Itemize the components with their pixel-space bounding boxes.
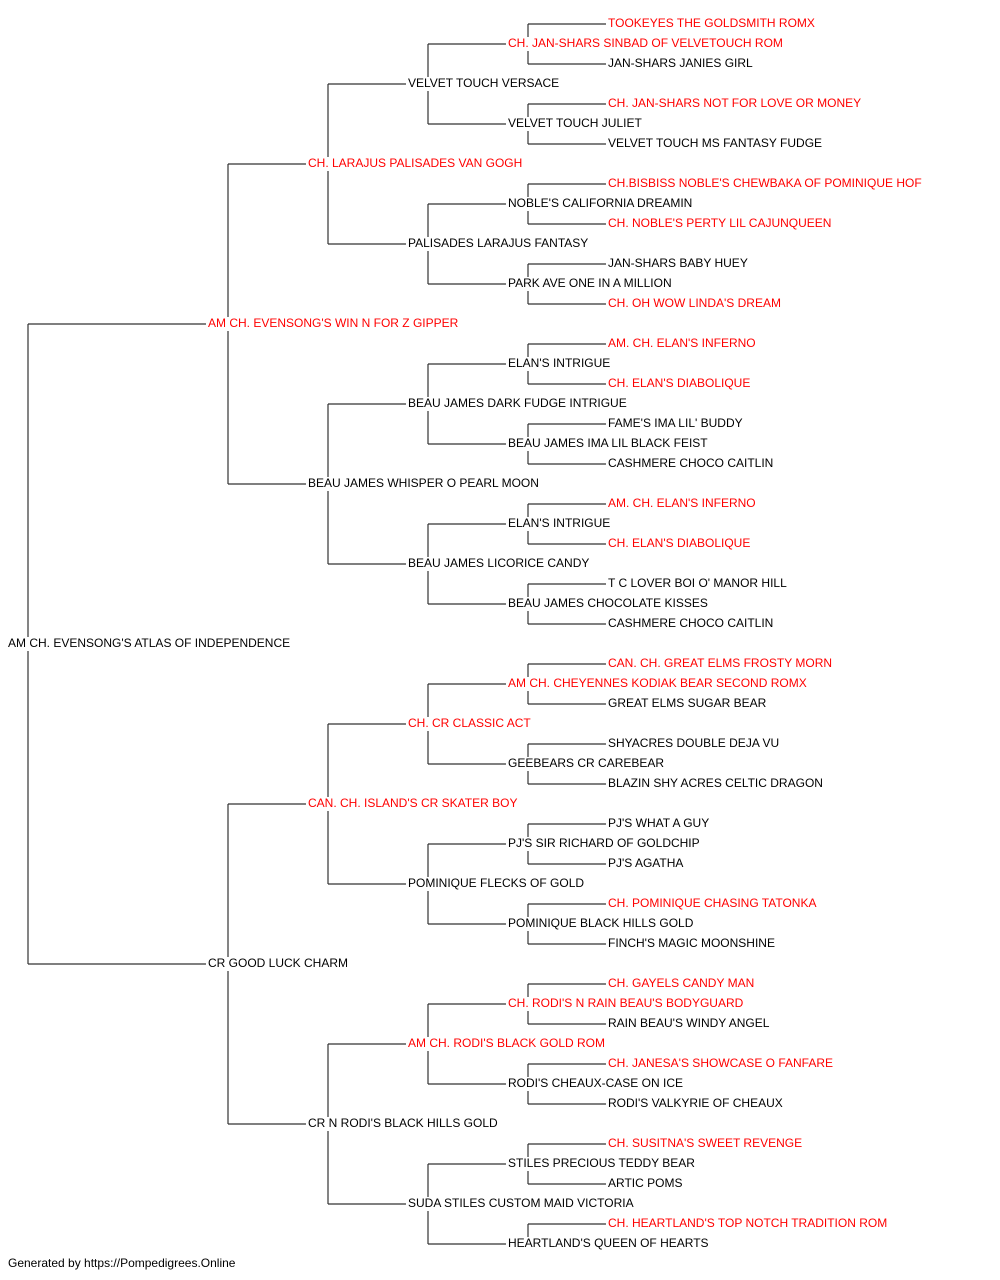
dog-name-gen5: CH. HEARTLAND'S TOP NOTCH TRADITION ROM <box>608 1216 887 1230</box>
dog-name-gen5: SHYACRES DOUBLE DEJA VU <box>608 736 779 750</box>
dog-name-gen0: AM CH. EVENSONG'S ATLAS OF INDEPENDENCE <box>8 636 290 650</box>
dog-name-gen4: AM CH. CHEYENNES KODIAK BEAR SECOND ROMX <box>508 676 807 690</box>
dog-name-gen5: CH.BISBISS NOBLE'S CHEWBAKA OF POMINIQUE… <box>608 176 922 190</box>
dog-name-gen5: RAIN BEAU'S WINDY ANGEL <box>608 1016 770 1030</box>
dog-name-gen5: CH. NOBLE'S PERTY LIL CAJUNQUEEN <box>608 216 831 230</box>
dog-name-gen5: ARTIC POMS <box>608 1176 682 1190</box>
dog-name-gen5: TOOKEYES THE GOLDSMITH ROMX <box>608 16 815 30</box>
dog-name-gen4: ELAN'S INTRIGUE <box>508 356 610 370</box>
footer-credit: Generated by https://Pompedigrees.Online <box>8 1256 236 1270</box>
dog-name-gen3: BEAU JAMES DARK FUDGE INTRIGUE <box>408 396 627 410</box>
dog-name-gen4: PJ'S SIR RICHARD OF GOLDCHIP <box>508 836 700 850</box>
dog-name-gen5: CH. ELAN'S DIABOLIQUE <box>608 536 750 550</box>
dog-name-gen3: AM CH. RODI'S BLACK GOLD ROM <box>408 1036 605 1050</box>
dog-name-gen5: CAN. CH. GREAT ELMS FROSTY MORN <box>608 656 832 670</box>
dog-name-gen5: AM. CH. ELAN'S INFERNO <box>608 336 756 350</box>
dog-name-gen4: VELVET TOUCH JULIET <box>508 116 642 130</box>
dog-name-gen5: T C LOVER BOI O' MANOR HILL <box>608 576 787 590</box>
dog-name-gen5: PJ'S WHAT A GUY <box>608 816 709 830</box>
dog-name-gen5: CH. OH WOW LINDA'S DREAM <box>608 296 781 310</box>
dog-name-gen4: ELAN'S INTRIGUE <box>508 516 610 530</box>
dog-name-gen3: VELVET TOUCH VERSACE <box>408 76 559 90</box>
dog-name-gen2: CH. LARAJUS PALISADES VAN GOGH <box>308 156 522 170</box>
dog-name-gen3: PALISADES LARAJUS FANTASY <box>408 236 588 250</box>
dog-name-gen5: RODI'S VALKYRIE OF CHEAUX <box>608 1096 783 1110</box>
dog-name-gen5: BLAZIN SHY ACRES CELTIC DRAGON <box>608 776 823 790</box>
dog-name-gen1: CR GOOD LUCK CHARM <box>208 956 348 970</box>
dog-name-gen4: POMINIQUE BLACK HILLS GOLD <box>508 916 694 930</box>
dog-name-gen5: CH. JANESA'S SHOWCASE O FANFARE <box>608 1056 833 1070</box>
dog-name-gen5: GREAT ELMS SUGAR BEAR <box>608 696 767 710</box>
dog-name-gen2: CAN. CH. ISLAND'S CR SKATER BOY <box>308 796 517 810</box>
dog-name-gen5: CH. JAN-SHARS NOT FOR LOVE OR MONEY <box>608 96 861 110</box>
dog-name-gen4: CH. RODI'S N RAIN BEAU'S BODYGUARD <box>508 996 744 1010</box>
dog-name-gen5: CH. GAYELS CANDY MAN <box>608 976 754 990</box>
dog-name-gen4: BEAU JAMES CHOCOLATE KISSES <box>508 596 708 610</box>
dog-name-gen3: CH. CR CLASSIC ACT <box>408 716 531 730</box>
dog-name-gen4: NOBLE'S CALIFORNIA DREAMIN <box>508 196 692 210</box>
dog-name-gen4: GEEBEARS CR CAREBEAR <box>508 756 664 770</box>
dog-name-gen5: CASHMERE CHOCO CAITLIN <box>608 456 773 470</box>
dog-name-gen5: AM. CH. ELAN'S INFERNO <box>608 496 756 510</box>
pedigree-tree: AM CH. EVENSONG'S ATLAS OF INDEPENDENCE A… <box>8 16 922 1250</box>
dog-name-gen5: CASHMERE CHOCO CAITLIN <box>608 616 773 630</box>
dog-name-gen5: FAME'S IMA LIL' BUDDY <box>608 416 743 430</box>
dog-name-gen4: HEARTLAND'S QUEEN OF HEARTS <box>508 1236 709 1250</box>
dog-name-gen4: STILES PRECIOUS TEDDY BEAR <box>508 1156 695 1170</box>
dog-name-gen2: BEAU JAMES WHISPER O PEARL MOON <box>308 476 539 490</box>
dog-name-gen4: PARK AVE ONE IN A MILLION <box>508 276 672 290</box>
dog-name-gen2: CR N RODI'S BLACK HILLS GOLD <box>308 1116 498 1130</box>
dog-name-gen4: RODI'S CHEAUX-CASE ON ICE <box>508 1076 683 1090</box>
dog-name-gen5: CH. SUSITNA'S SWEET REVENGE <box>608 1136 802 1150</box>
dog-name-gen5: JAN-SHARS BABY HUEY <box>608 256 748 270</box>
dog-name-gen5: VELVET TOUCH MS FANTASY FUDGE <box>608 136 822 150</box>
dog-name-gen3: POMINIQUE FLECKS OF GOLD <box>408 876 584 890</box>
dog-name-gen5: PJ'S AGATHA <box>608 856 683 870</box>
dog-name-gen4: CH. JAN-SHARS SINBAD OF VELVETOUCH ROM <box>508 36 783 50</box>
dog-name-gen1: AM CH. EVENSONG'S WIN N FOR Z GIPPER <box>208 316 459 330</box>
dog-name-gen5: JAN-SHARS JANIES GIRL <box>608 56 753 70</box>
dog-name-gen5: CH. ELAN'S DIABOLIQUE <box>608 376 750 390</box>
dog-name-gen3: BEAU JAMES LICORICE CANDY <box>408 556 589 570</box>
dog-name-gen5: FINCH'S MAGIC MOONSHINE <box>608 936 775 950</box>
dog-name-gen3: SUDA STILES CUSTOM MAID VICTORIA <box>408 1196 634 1210</box>
dog-name-gen4: BEAU JAMES IMA LIL BLACK FEIST <box>508 436 708 450</box>
dog-name-gen5: CH. POMINIQUE CHASING TATONKA <box>608 896 816 910</box>
